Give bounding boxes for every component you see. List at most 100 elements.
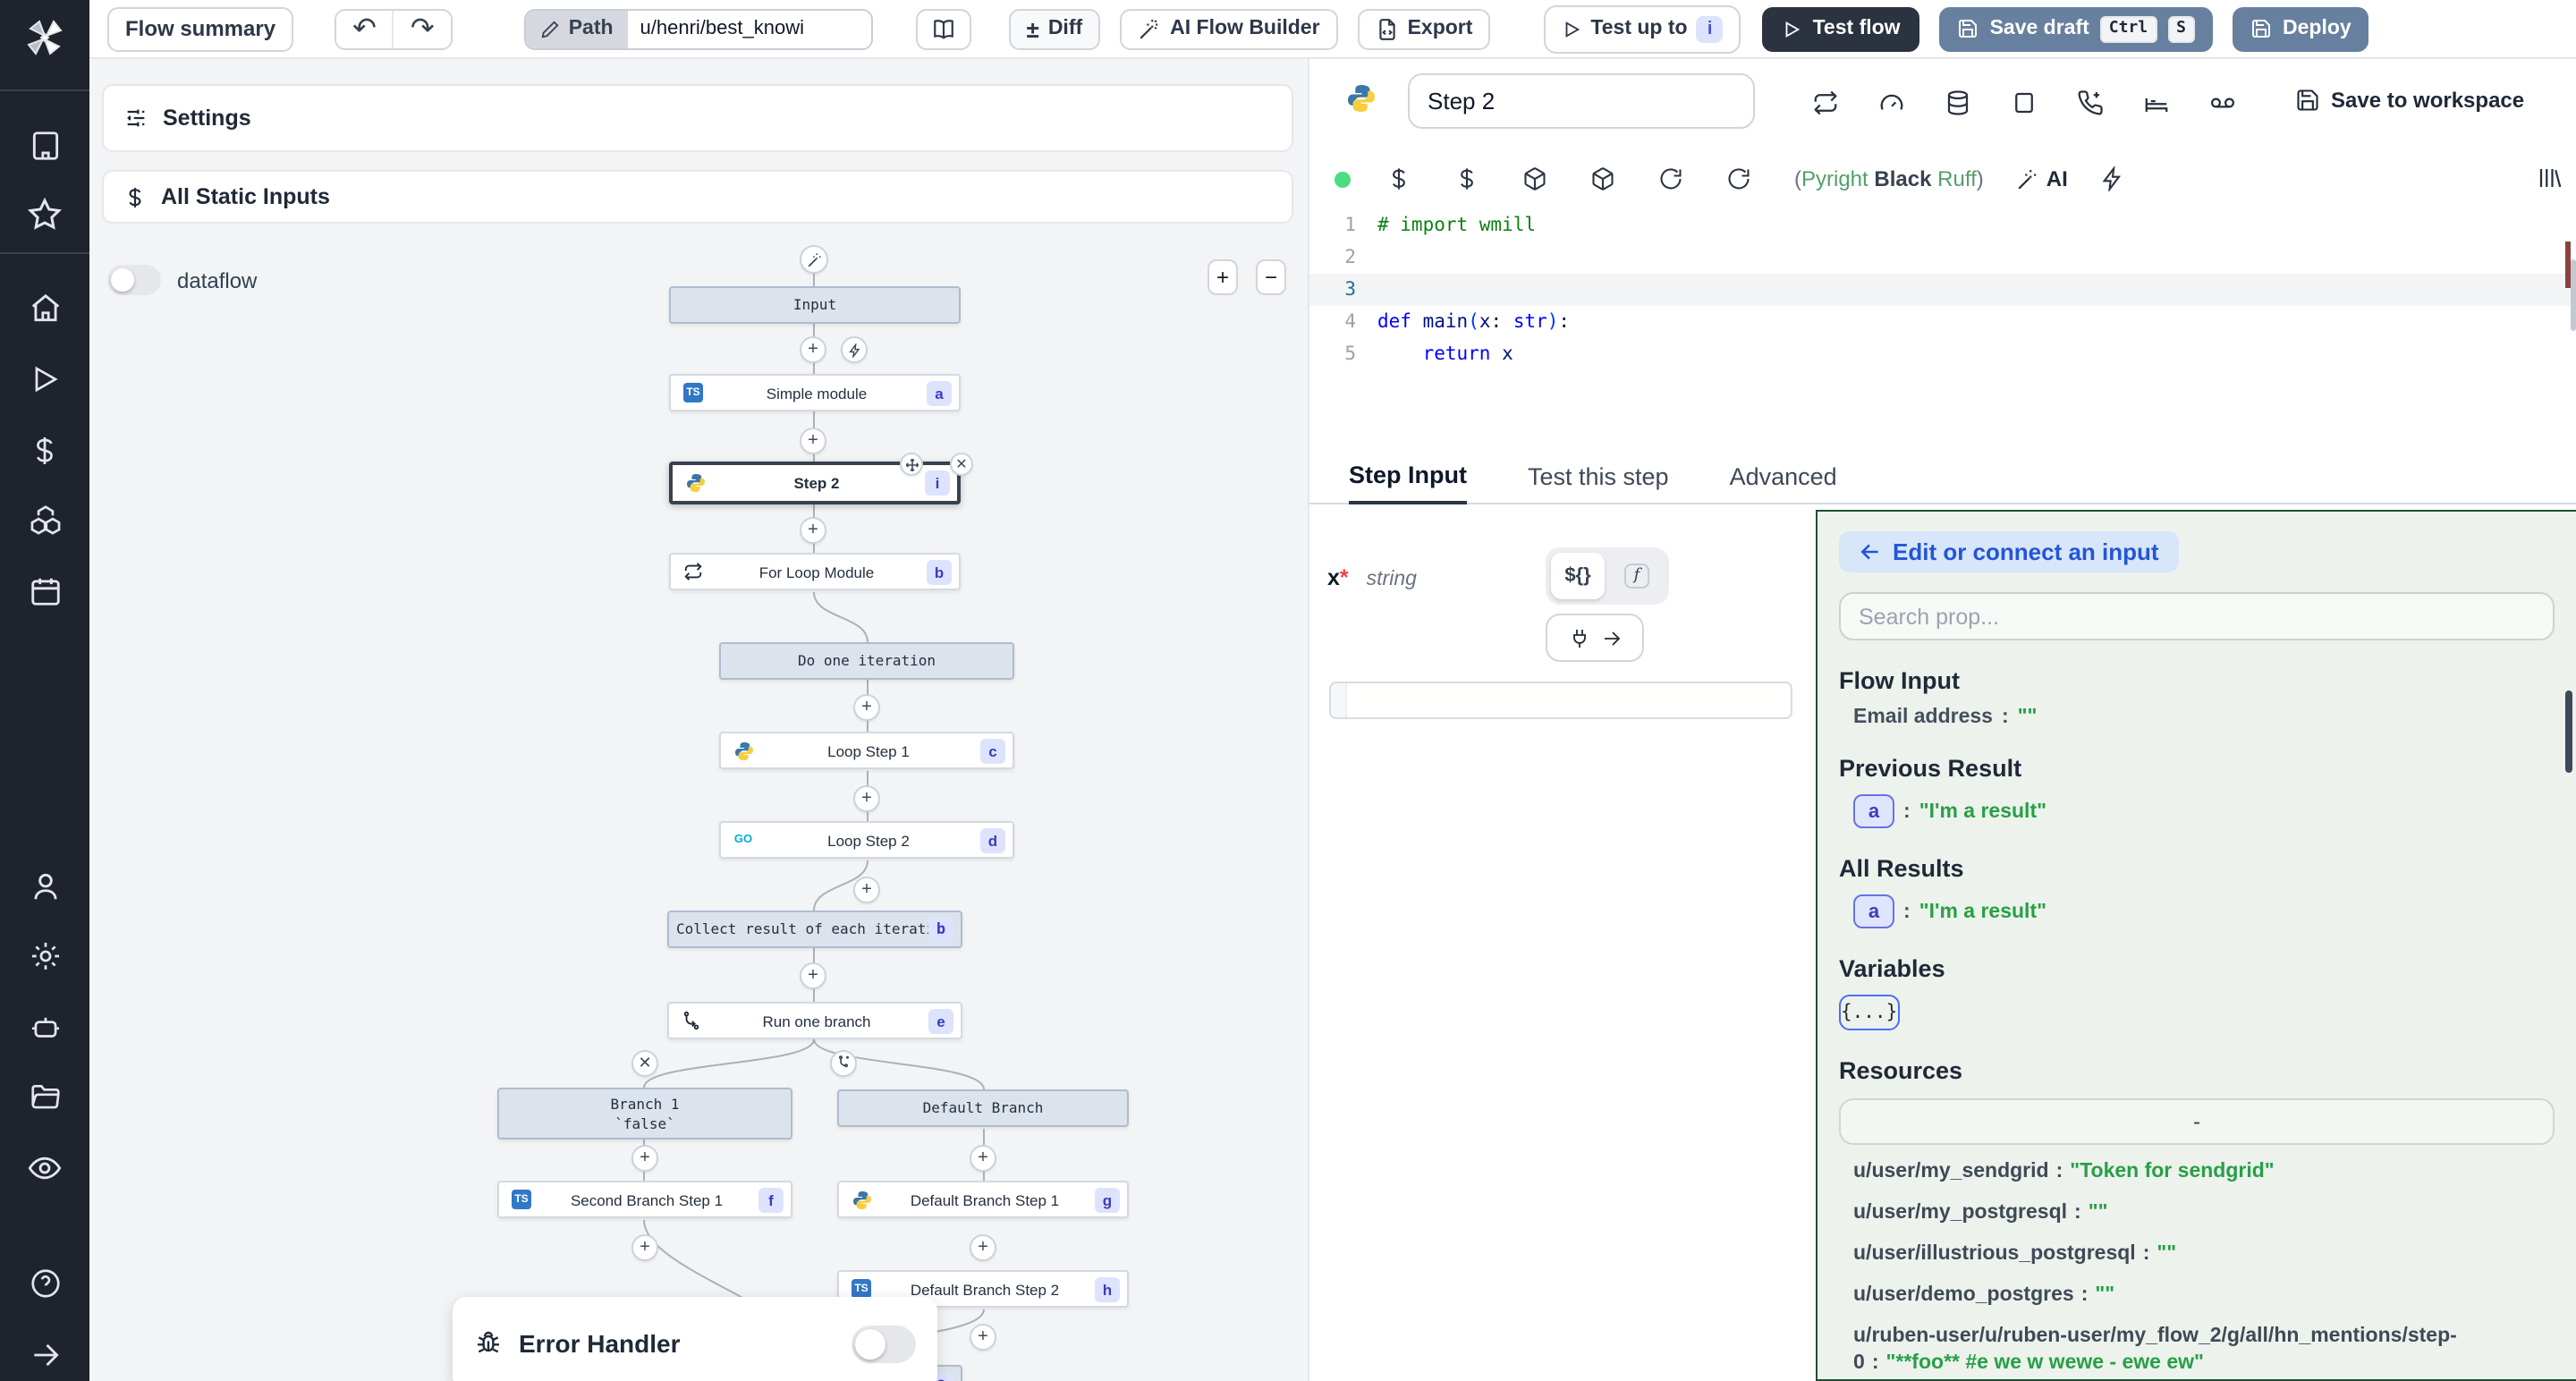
add-step-icon[interactable]: + [631,1145,658,1172]
add-step-icon[interactable]: + [631,1234,658,1261]
resource-type-select[interactable]: - [1839,1098,2555,1145]
runs-play-icon[interactable] [14,353,75,406]
save-to-workspace-button[interactable]: Save to workspace [2295,88,2524,113]
tab-advanced[interactable]: Advanced [1729,463,1837,490]
argument-value-input[interactable] [1329,682,1792,719]
search-prop-input[interactable] [1839,592,2555,640]
concurrency-gauge-icon[interactable] [1878,89,1905,116]
variables-object-chip[interactable]: {...} [1839,995,1900,1030]
flow-input-row[interactable]: Email address:"" [1853,707,2038,728]
cache-database-icon[interactable] [1945,89,1971,116]
diff-button[interactable]: ± Diff [1008,8,1101,49]
dataflow-toggle[interactable] [107,265,161,295]
collapse-arrow-right-icon[interactable] [14,1328,75,1381]
tab-step-input[interactable]: Step Input [1349,462,1467,504]
all-static-inputs-card[interactable]: All Static Inputs [102,170,1293,224]
workspace-icon[interactable] [14,119,75,172]
add-step-icon[interactable]: + [853,694,880,721]
node-do-one-iteration[interactable]: Do one iteration [719,642,1014,680]
help-icon[interactable] [14,1258,75,1310]
mock-voicemail-icon[interactable] [2209,89,2236,116]
function-mode-button[interactable]: f [1610,553,1664,599]
node-default-branch[interactable]: Default Branch [837,1089,1129,1127]
path-label[interactable]: Path [525,10,628,47]
node-input[interactable]: Input [669,286,961,324]
variables-dollar-icon[interactable] [1454,166,1479,191]
editor-scrollbar[interactable] [2571,259,2576,331]
tab-test-this-step[interactable]: Test this step [1528,463,1669,490]
zap-icon[interactable] [2100,166,2125,191]
node-collect-result[interactable]: Collect result of each iteration b [667,911,962,948]
node-loop-step1[interactable]: Loop Step 1 c [719,732,1014,769]
schedules-calendar-icon[interactable] [14,564,75,617]
zoom-in-button[interactable]: + [1208,259,1238,295]
step-chip[interactable]: a [1853,794,1894,828]
code-line[interactable]: 5 return x [1344,343,1513,365]
resource-row[interactable]: u/user/illustrious_postgresql:"" [1853,1243,2177,1265]
step-name-input[interactable] [1408,73,1755,129]
resource-row[interactable]: u/user/demo_postgres:"" [1853,1284,2115,1306]
reload-icon[interactable] [1658,166,1683,191]
add-step-icon[interactable]: + [970,1145,996,1172]
undo-button[interactable]: ↶ [336,10,393,47]
assets-dollar-icon[interactable] [1386,166,1411,191]
previous-result-row[interactable]: a:"I'm a result" [1839,794,2555,828]
retry-icon[interactable] [1812,89,1839,116]
node-run-one-branch[interactable]: Run one branch e [667,1002,962,1039]
node-second-branch-step1[interactable]: TS Second Branch Step 1 f [497,1181,792,1218]
resource-row[interactable]: u/user/my_sendgrid:"Token for sendgrid" [1853,1161,2275,1182]
node-default-branch-step1[interactable]: Default Branch Step 1 g [837,1181,1129,1218]
windmill-logo-icon[interactable] [14,11,75,64]
package-icon[interactable] [1590,166,1615,191]
add-step-icon[interactable]: + [853,877,880,903]
resource-row[interactable]: u/user/my_postgresql:"" [1853,1202,2108,1224]
home-icon[interactable] [14,283,75,335]
code-line[interactable]: 1# import wmill [1344,215,1537,236]
package-icon[interactable] [1522,166,1547,191]
resources-boxes-icon[interactable] [14,494,75,546]
zoom-out-button[interactable]: − [1256,259,1286,295]
add-step-icon[interactable]: + [800,336,826,363]
library-icon[interactable] [2537,165,2563,191]
settings-card[interactable]: Settings [102,84,1293,152]
path-input[interactable]: u/henri/best_knowi [627,10,871,47]
add-step-icon[interactable]: + [800,962,826,989]
user-icon[interactable] [14,860,75,913]
folders-icon[interactable] [14,1072,75,1124]
ai-assistant-button[interactable]: AI [2016,166,2068,191]
node-simple-module[interactable]: TS Simple module a [669,374,961,411]
sleep-icon[interactable] [2143,89,2170,116]
favorites-star-icon[interactable] [14,189,75,241]
remove-step-icon[interactable]: ✕ [950,453,973,476]
add-step-icon[interactable]: + [970,1234,996,1261]
variables-dollar-icon[interactable] [14,424,75,477]
node-for-loop[interactable]: For Loop Module b [669,553,961,590]
step-chip[interactable]: a [1853,894,1894,928]
ai-flow-builder-button[interactable]: AI Flow Builder [1120,8,1338,49]
resource-row[interactable]: u/ruben-user/u/ruben-user/my_flow_2/g/al… [1853,1326,2457,1374]
template-mode-button[interactable]: ${} [1551,553,1605,599]
edit-or-connect-pill[interactable]: Edit or connect an input [1839,531,2179,572]
save-draft-button[interactable]: Save draft Ctrl S [1939,6,2213,51]
flow-summary-button[interactable]: Flow summary [107,6,294,51]
deploy-button[interactable]: Deploy [2233,6,2369,51]
test-up-to-button[interactable]: Test up to i [1544,4,1741,53]
trigger-bolt-icon[interactable] [841,336,868,363]
add-step-icon[interactable]: + [800,428,826,454]
error-handler-toggle[interactable] [852,1325,916,1362]
code-line[interactable]: 3 [1309,274,2576,306]
suspend-phone-icon[interactable] [2077,89,2104,116]
early-stop-icon[interactable] [2011,89,2038,116]
audit-eye-icon[interactable] [14,1141,75,1194]
reload-icon[interactable] [1726,166,1751,191]
settings-gear-icon[interactable] [14,930,75,983]
add-step-icon[interactable]: + [853,785,880,812]
workers-bot-icon[interactable] [14,1001,75,1054]
node-branch1[interactable]: Branch 1 `false` [497,1088,792,1140]
add-branch-icon[interactable] [830,1050,857,1077]
node-loop-step2[interactable]: GO Loop Step 2 d [719,821,1014,859]
test-flow-button[interactable]: Test flow [1762,6,1920,51]
connect-panel-scrollbar[interactable] [2565,690,2572,773]
